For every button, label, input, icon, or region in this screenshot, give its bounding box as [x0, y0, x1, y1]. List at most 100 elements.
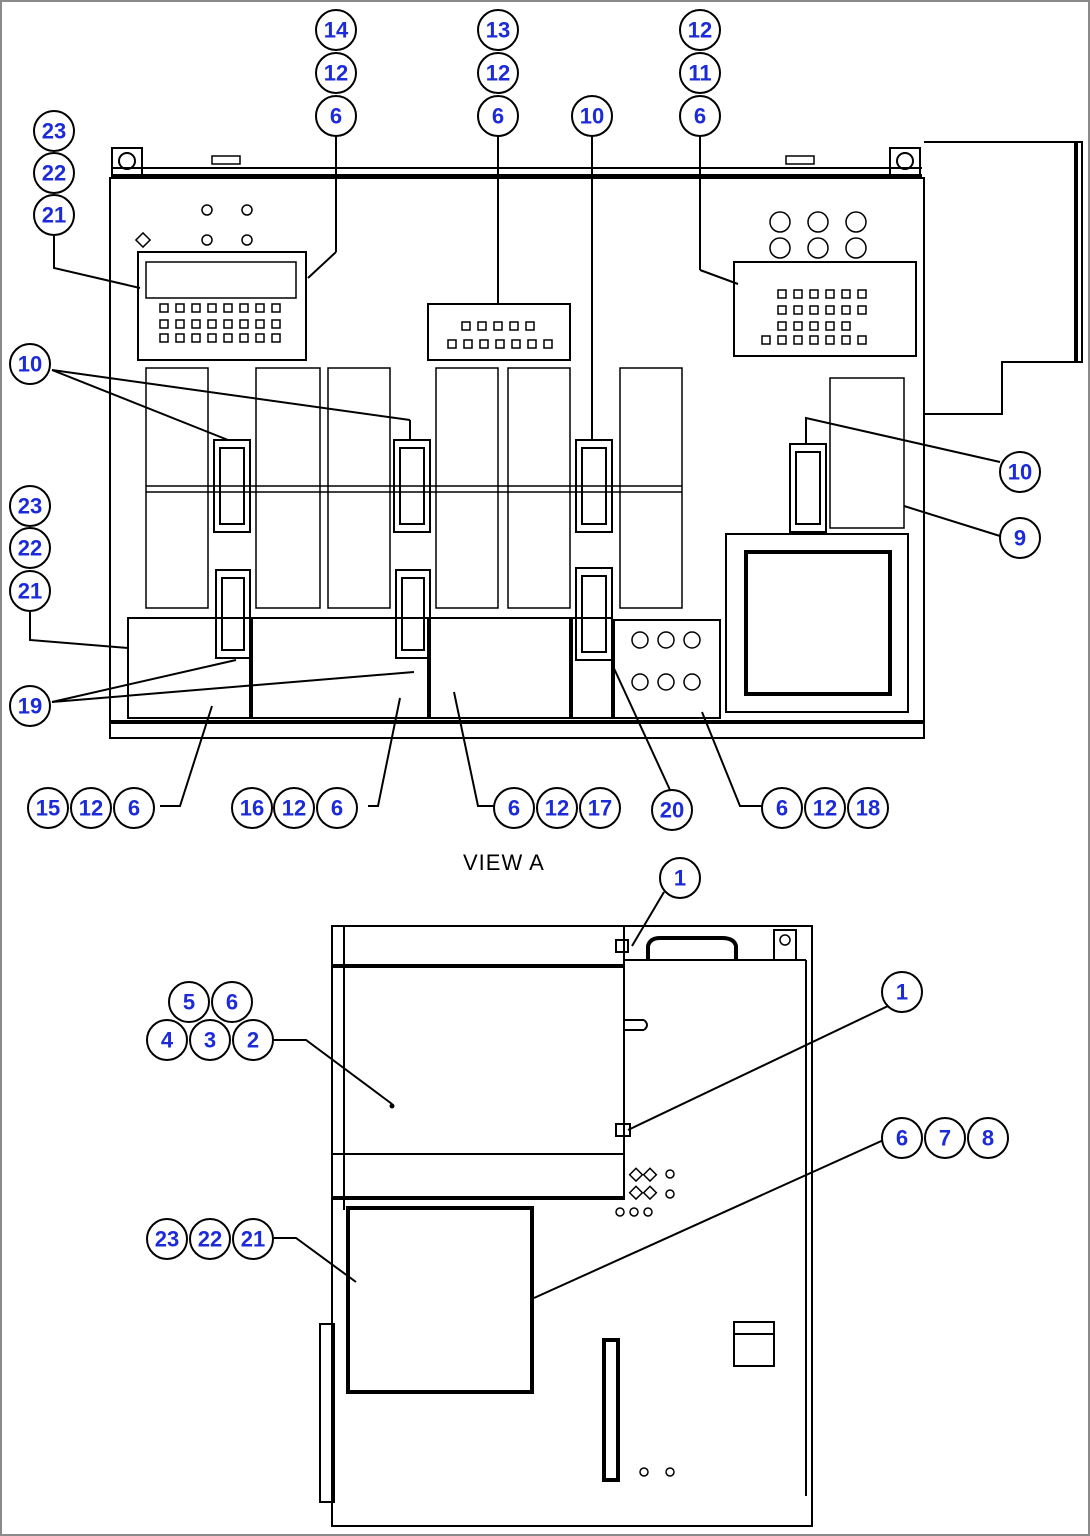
view-a-panel: [109, 141, 1083, 739]
svg-text:6: 6: [508, 796, 520, 821]
svg-text:1: 1: [674, 866, 686, 891]
callout-12: 12: [70, 787, 112, 829]
callout-14: 14: [315, 9, 357, 51]
svg-text:23: 23: [155, 1227, 179, 1252]
svg-text:3: 3: [204, 1028, 216, 1053]
callout-23: 23: [146, 1218, 188, 1260]
svg-text:10: 10: [18, 352, 42, 377]
callout-23: 23: [33, 110, 75, 152]
callout-10: 10: [571, 95, 613, 137]
callout-6: 6: [493, 787, 535, 829]
svg-text:11: 11: [688, 61, 711, 86]
callout-6: 6: [761, 787, 803, 829]
callout-7: 7: [924, 1117, 966, 1159]
callout-2: 2: [232, 1019, 274, 1061]
svg-text:22: 22: [18, 536, 42, 561]
callout-1: 1: [881, 971, 923, 1013]
callout-bubbles: 14 12 6 13 12 6 10 12 11 6 23 22 21 10 2…: [9, 9, 1041, 1260]
callout-18: 18: [847, 787, 889, 829]
callout-6: 6: [477, 95, 519, 137]
callout-12: 12: [273, 787, 315, 829]
svg-text:12: 12: [282, 796, 306, 821]
callout-6: 6: [113, 787, 155, 829]
callout-6: 6: [316, 787, 358, 829]
callout-10: 10: [999, 451, 1041, 493]
svg-text:6: 6: [331, 796, 343, 821]
svg-text:23: 23: [18, 494, 42, 519]
callout-15: 15: [27, 787, 69, 829]
svg-text:16: 16: [240, 796, 264, 821]
callout-5: 5: [168, 981, 210, 1023]
callout-8: 8: [967, 1117, 1009, 1159]
svg-text:21: 21: [241, 1227, 265, 1252]
svg-text:9: 9: [1014, 526, 1026, 551]
svg-text:6: 6: [330, 104, 342, 129]
callout-12: 12: [315, 52, 357, 94]
svg-text:2: 2: [247, 1028, 259, 1053]
callout-22: 22: [33, 152, 75, 194]
svg-text:12: 12: [813, 796, 837, 821]
svg-text:1: 1: [896, 980, 908, 1005]
svg-text:10: 10: [1008, 460, 1032, 485]
svg-text:20: 20: [660, 798, 684, 823]
callout-21: 21: [232, 1218, 274, 1260]
callout-16: 16: [231, 787, 273, 829]
callout-6: 6: [881, 1117, 923, 1159]
svg-text:6: 6: [492, 104, 504, 129]
callout-22: 22: [189, 1218, 231, 1260]
callout-12: 12: [679, 9, 721, 51]
side-view-leaders: [274, 891, 889, 1299]
callout-6: 6: [315, 95, 357, 137]
svg-text:7: 7: [939, 1126, 951, 1151]
svg-text:6: 6: [776, 796, 788, 821]
svg-text:12: 12: [324, 61, 348, 86]
svg-text:13: 13: [486, 18, 510, 43]
svg-text:12: 12: [545, 796, 569, 821]
callout-23: 23: [9, 485, 51, 527]
svg-text:14: 14: [324, 18, 349, 43]
callout-1: 1: [659, 857, 701, 899]
svg-text:17: 17: [588, 796, 612, 821]
view-a-leaders: [29, 136, 1001, 807]
svg-text:23: 23: [42, 119, 66, 144]
svg-text:6: 6: [128, 796, 140, 821]
callout-21: 21: [9, 570, 51, 612]
svg-text:6: 6: [694, 104, 706, 129]
svg-text:15: 15: [36, 796, 60, 821]
svg-text:6: 6: [896, 1126, 908, 1151]
svg-text:8: 8: [982, 1126, 994, 1151]
callout-12: 12: [477, 52, 519, 94]
callout-12: 12: [804, 787, 846, 829]
svg-text:4: 4: [161, 1028, 174, 1053]
svg-text:21: 21: [42, 203, 66, 228]
callout-10: 10: [9, 343, 51, 385]
callout-20: 20: [651, 789, 693, 831]
callout-6: 6: [679, 95, 721, 137]
svg-text:12: 12: [486, 61, 510, 86]
svg-text:19: 19: [18, 694, 42, 719]
svg-text:5: 5: [183, 990, 195, 1015]
svg-text:22: 22: [42, 161, 66, 186]
callout-4: 4: [146, 1019, 188, 1061]
svg-text:10: 10: [580, 104, 604, 129]
callout-12: 12: [536, 787, 578, 829]
callout-21: 21: [33, 194, 75, 236]
svg-text:6: 6: [226, 990, 238, 1015]
svg-text:12: 12: [688, 18, 712, 43]
callout-19: 19: [9, 685, 51, 727]
side-view-housing: [319, 925, 813, 1527]
svg-text:22: 22: [198, 1227, 222, 1252]
svg-text:18: 18: [856, 796, 880, 821]
svg-text:12: 12: [79, 796, 103, 821]
callout-3: 3: [189, 1019, 231, 1061]
callout-13: 13: [477, 9, 519, 51]
callout-17: 17: [579, 787, 621, 829]
callout-11: 11: [679, 52, 721, 94]
callout-6: 6: [211, 981, 253, 1023]
callout-9: 9: [999, 517, 1041, 559]
view-title: VIEW A: [463, 850, 545, 875]
svg-text:21: 21: [18, 579, 42, 604]
callout-22: 22: [9, 527, 51, 569]
